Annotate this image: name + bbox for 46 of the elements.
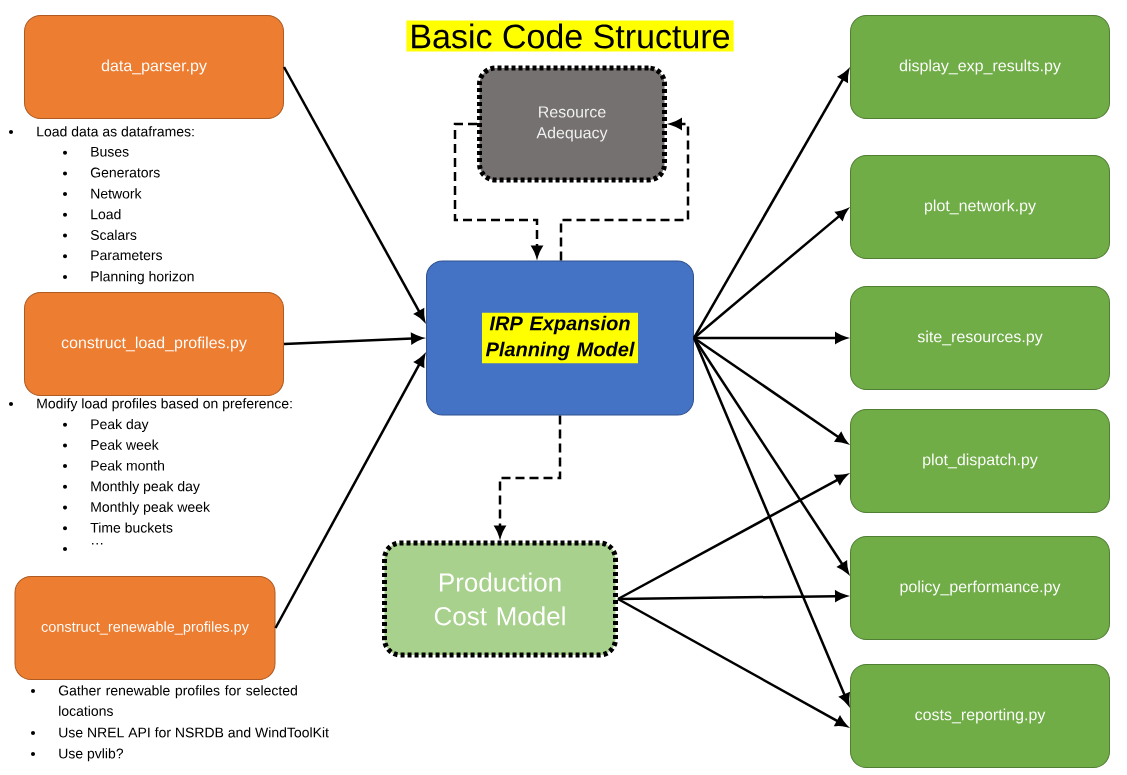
- arrow: [453, 122, 543, 258]
- bullet-item: Scalars: [90, 229, 137, 240]
- bullet-item: Load: [91, 209, 121, 220]
- arrow: [617, 597, 848, 728]
- arrow: [693, 208, 848, 339]
- model-box: Production Cost Model: [382, 540, 618, 658]
- file-box: policy_performance.py: [850, 536, 1110, 640]
- arrow: [282, 66, 426, 322]
- file-box: construct_load_profiles.py: [24, 292, 284, 396]
- bullet-item: Modify load profiles based on preference:: [37, 398, 292, 412]
- arrow: [694, 332, 847, 344]
- file-box: display_exp_results.py: [850, 15, 1110, 119]
- arrow: [692, 337, 850, 706]
- arrow: [494, 415, 562, 538]
- file-box: plot_network.py: [850, 155, 1110, 259]
- title: Basic Code Structure: [406, 20, 734, 52]
- bullet-item: Peak day: [91, 418, 149, 432]
- bullet-item: Buses: [91, 146, 129, 157]
- bullet-item: Load data as dataframes:: [37, 126, 194, 137]
- bullet-item: Time buckets: [90, 522, 173, 533]
- arrow: [617, 473, 848, 601]
- bullet-item: Monthly peak day: [91, 481, 200, 495]
- bullet-item: Peak week: [91, 439, 159, 450]
- bullet-item: …: [92, 543, 103, 545]
- bullet-item: Monthly peak week: [91, 501, 211, 515]
- file-box: construct_renewable_profiles.py: [14, 576, 276, 680]
- file-box: plot_dispatch.py: [850, 409, 1110, 513]
- model-box: IRP Expansion Planning Model: [426, 260, 694, 416]
- model-box: Resource Adequacy: [477, 65, 667, 183]
- arrow: [283, 333, 423, 346]
- arrow: [693, 336, 848, 444]
- bullet-item: Peak month: [91, 460, 164, 471]
- bullet-item: Generators: [90, 167, 160, 178]
- file-box: costs_reporting.py: [850, 664, 1110, 768]
- file-box: site_resources.py: [850, 286, 1110, 390]
- bullet-item: Use pvlib?: [59, 748, 124, 762]
- bullet-item: Parameters: [91, 250, 163, 261]
- bullet-item: Gather renewable profiles for selected locations: [58, 685, 297, 716]
- arrow: [274, 354, 426, 629]
- bullet-item: Planning horizon: [91, 271, 194, 285]
- arrow: [692, 69, 849, 339]
- arrow: [559, 118, 690, 261]
- file-box: data_parser.py: [24, 15, 284, 119]
- arrow: [618, 590, 847, 602]
- bullet-item: Use NREL API for NSRDB and WindToolKit: [59, 727, 329, 738]
- bullet-item: Network: [91, 188, 142, 199]
